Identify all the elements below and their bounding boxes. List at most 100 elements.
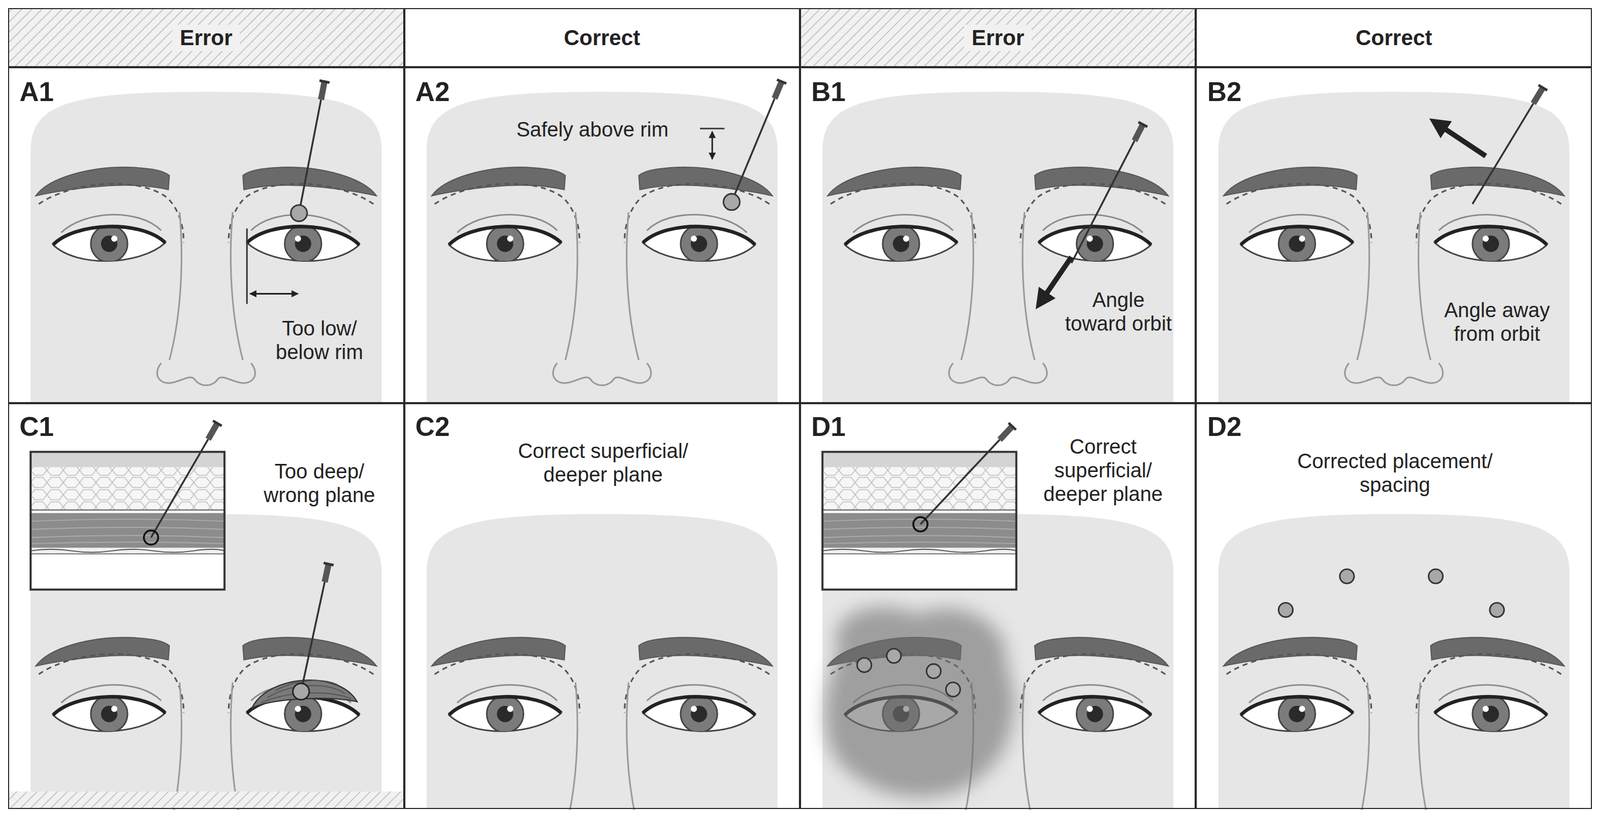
annotation-label: Corrected placement/ spacing: [1279, 450, 1511, 497]
header-hatch: [8, 8, 404, 68]
needle: [913, 517, 928, 532]
injection-point: [926, 663, 941, 679]
needle: [208, 423, 218, 440]
direction-arrow: [1443, 127, 1487, 156]
needle: [301, 582, 325, 692]
needle: [723, 79, 787, 211]
panel-letter: A2: [415, 78, 450, 106]
face-illustration: [431, 167, 773, 361]
needle: [319, 80, 330, 83]
face-illustration: [426, 513, 778, 816]
face-illustration: [1344, 363, 1443, 386]
illustration-panel: A1Too low/ below rim: [8, 67, 404, 403]
needle: [293, 562, 334, 700]
injection-point: [1278, 569, 1504, 618]
face-illustration: [30, 91, 382, 404]
annotation-label: Correct superficial/ deeper plane: [501, 439, 706, 487]
bruise-spread: [825, 606, 1015, 798]
face-illustration: [1218, 91, 1570, 404]
needle: [999, 426, 1012, 440]
tissue-inset: [30, 452, 225, 590]
panel-letter: C2: [415, 413, 450, 441]
direction-arrow: [1443, 127, 1487, 156]
injection-point: [856, 648, 961, 697]
needle: [144, 530, 159, 546]
annotation-label: Too deep/ wrong plane: [254, 460, 384, 507]
illustration-panel: A2Safely above rim: [404, 67, 800, 403]
column-header-label: Correct: [1347, 24, 1440, 52]
needle: [731, 98, 775, 202]
needle: [723, 194, 740, 211]
needle: [1071, 122, 1148, 263]
needle: [144, 420, 223, 546]
dimension-arrow: [711, 131, 713, 160]
panel-letter: B2: [1206, 78, 1242, 106]
face-illustration: [426, 91, 778, 404]
illustration-panel: C2Correct superficial/ deeper plane: [404, 403, 800, 810]
face-illustration: [1218, 513, 1570, 809]
face-illustration: [1218, 513, 1570, 816]
needle: [293, 683, 310, 700]
needle: [774, 81, 782, 99]
direction-arrow: [1045, 256, 1072, 296]
panel-letter: A1: [19, 78, 54, 106]
direction-arrow: [1045, 256, 1072, 296]
column-header-label: Correct: [556, 24, 648, 52]
hatch-strip: [9, 791, 404, 809]
illustration-panel: D1Correct superficial/ deeper plane: [800, 403, 1196, 810]
face-illustration: [431, 637, 773, 816]
needle: [1071, 140, 1135, 264]
needle: [913, 423, 1017, 532]
illustration-panel: B1Angle toward orbit: [800, 67, 1196, 403]
illustration-panel: D2Corrected placement/ spacing: [1195, 403, 1592, 810]
needle: [1138, 122, 1148, 127]
needle: [212, 420, 222, 426]
dimension-arrow: [700, 127, 725, 130]
injection-point: [1339, 569, 1355, 584]
injection-point: [856, 658, 872, 673]
needle: [1472, 84, 1548, 204]
tissue-inset: [822, 452, 1017, 590]
dimension-arrow: [250, 293, 298, 295]
needle: [298, 99, 321, 213]
header-hatch: [8, 8, 1196, 68]
face-illustration: [35, 637, 377, 816]
column-header: Error: [8, 8, 404, 68]
panel-letter: D2: [1206, 413, 1242, 441]
needle: [776, 79, 787, 84]
needle: [1134, 124, 1144, 141]
face-illustration: [156, 363, 255, 386]
column-header: Correct: [404, 8, 800, 68]
needle: [1008, 423, 1017, 431]
header-hatch: [800, 8, 1196, 68]
annotation-label: Angle toward orbit: [1053, 288, 1183, 336]
face-illustration: [553, 363, 652, 386]
panel-letter: C1: [19, 413, 54, 441]
needle: [290, 80, 330, 222]
face-illustration: [822, 91, 1174, 404]
face-illustration: [1223, 167, 1565, 361]
illustration-panel: C1Too deep/ wrong plane: [8, 403, 404, 810]
needle: [1533, 87, 1544, 104]
annotation-label: Angle away from orbit: [1434, 298, 1559, 346]
face-illustration: [1223, 637, 1565, 816]
needle: [1538, 84, 1548, 91]
column-header-label: Error: [172, 24, 240, 52]
panel-letter: D1: [811, 413, 846, 441]
eyelid-muscle-shading: [252, 680, 357, 709]
face-illustration: [948, 363, 1047, 386]
needle: [324, 563, 329, 582]
injection-point: [1428, 569, 1444, 584]
face-illustration: [426, 91, 778, 404]
annotation-label: Safely above rim: [516, 118, 669, 142]
injection-point: [945, 682, 961, 697]
needle: [323, 562, 334, 566]
dimension-arrow: [246, 228, 298, 304]
tissue-inset: [822, 452, 1017, 590]
needle: [920, 439, 1000, 525]
face-illustration: [1218, 91, 1570, 404]
annotation-label: Too low/ below rim: [264, 317, 375, 364]
needle: [151, 439, 209, 538]
page-margin: [0, 810, 1600, 816]
